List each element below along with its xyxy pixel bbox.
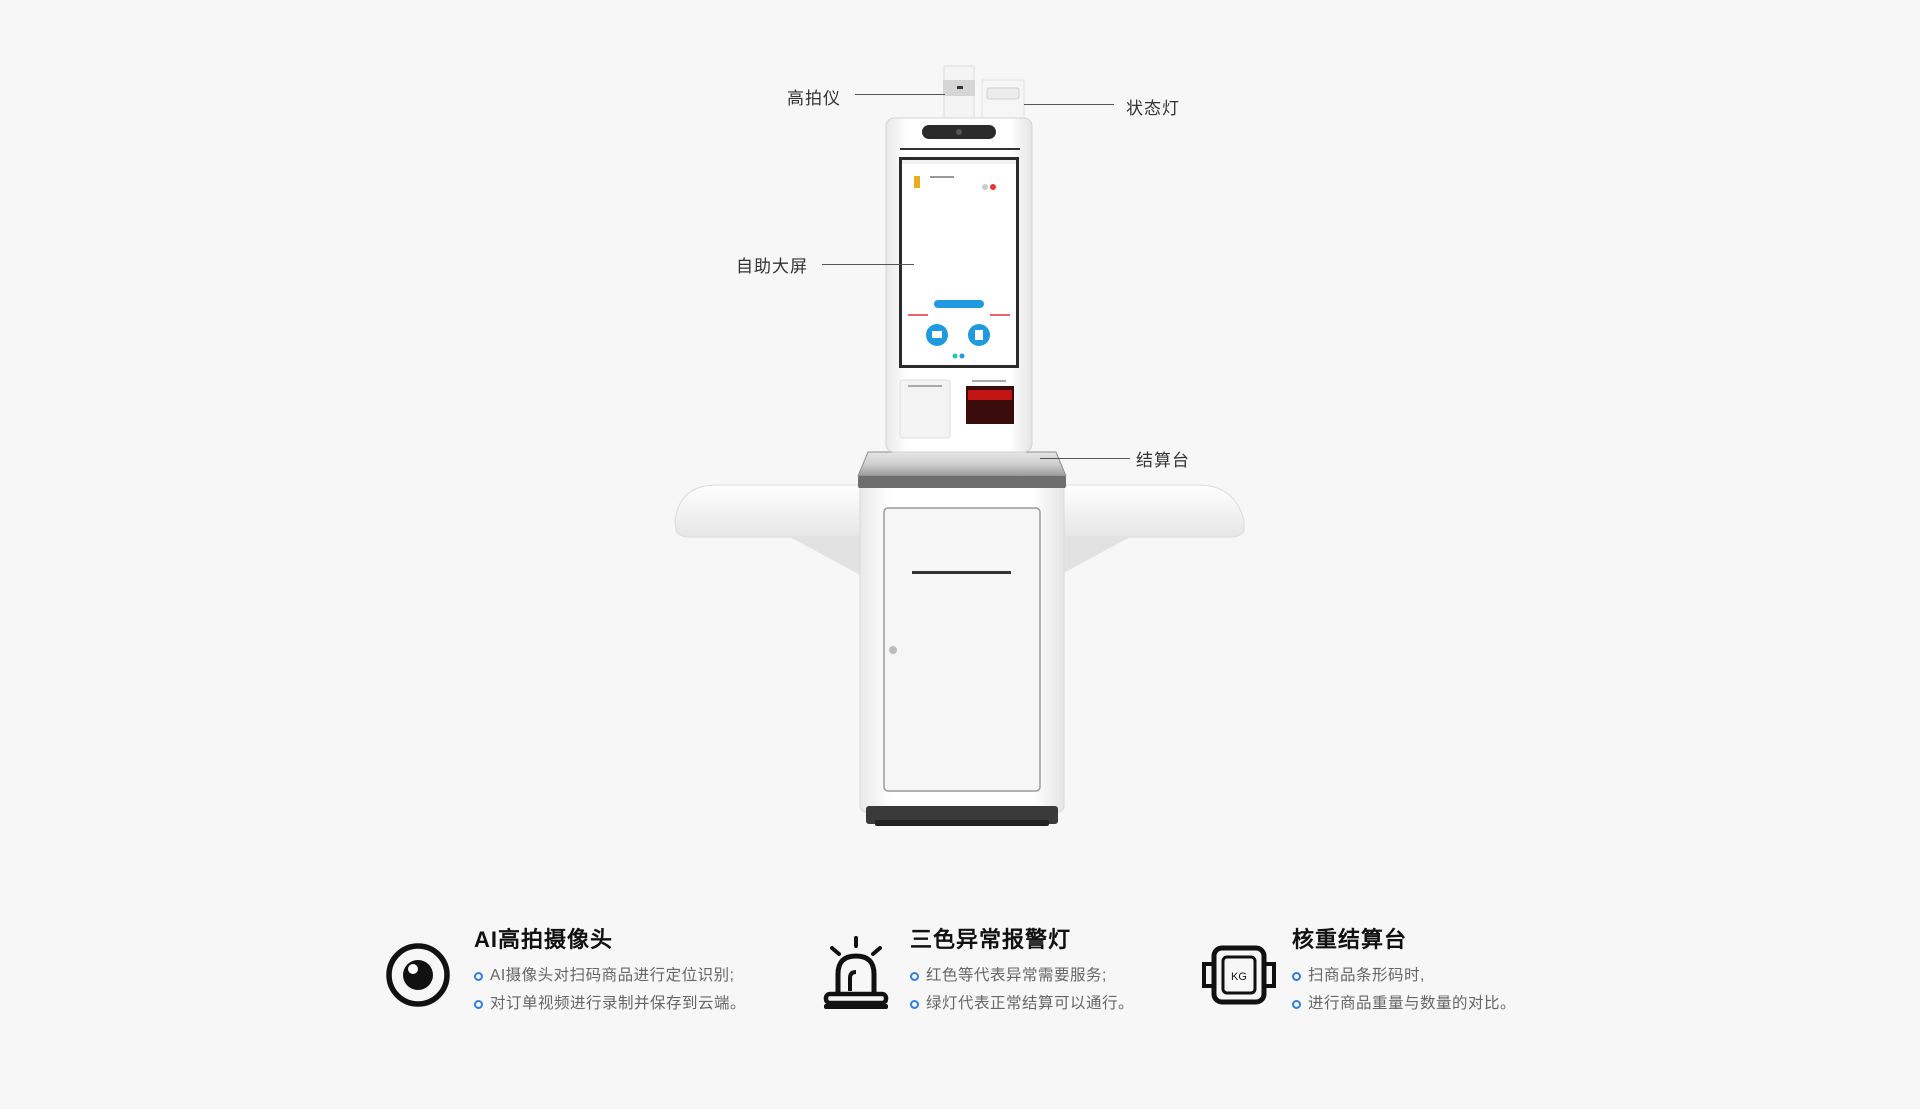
bullet-icon (910, 999, 919, 1009)
product-illustration-area: 高拍仪 状态灯 自助大屏 结算台 (674, 65, 1245, 826)
right-shelf (1059, 484, 1245, 575)
checkout-callout-label: 结算台 (1136, 451, 1190, 470)
feature-point: 扫商品条形码时, (1292, 962, 1516, 990)
checkout-callout-line (1040, 458, 1130, 459)
feature-point-text: 绿灯代表正常结算可以通行。 (926, 995, 1135, 1012)
screen-callout-line (822, 264, 914, 265)
bullet-icon (474, 999, 483, 1009)
status-light-unit (981, 79, 1025, 121)
scale-icon-label: KG (1231, 971, 1247, 983)
feature-alarm-light: 三色异常报警灯 红色等代表异常需要服务; 绿灯代表正常结算可以通行。 (818, 922, 1134, 1018)
feature-point-text: 进行商品重量与数量的对比。 (1308, 995, 1517, 1012)
camera-callout-label: 高拍仪 (787, 89, 841, 108)
feature-point-text: AI摄像头对扫码商品进行定位识别; (490, 967, 735, 984)
camera-eye-icon (386, 943, 450, 1007)
bullet-icon (1292, 999, 1301, 1009)
screen-tower (885, 117, 1033, 453)
scale-icon: KG (1202, 945, 1276, 1005)
status-light-callout-line (1024, 104, 1114, 105)
bullet-icon (1292, 971, 1301, 981)
camera-callout-line (855, 94, 945, 95)
feature-title: AI高拍摄像头 (474, 927, 614, 952)
feature-point: 绿灯代表正常结算可以通行。 (910, 990, 1134, 1018)
feature-ai-camera: AI高拍摄像头 AI摄像头对扫码商品进行定位识别; 对订单视频进行录制并保存到云… (382, 922, 746, 1018)
feature-point: 进行商品重量与数量的对比。 (1292, 990, 1516, 1018)
feature-point-text: 对订单视频进行录制并保存到云端。 (490, 995, 747, 1012)
feature-point-text: 扫商品条形码时, (1308, 967, 1425, 984)
feature-point-text: 红色等代表异常需要服务; (926, 967, 1107, 984)
alarm-light-icon (823, 936, 889, 1009)
feature-title: 核重结算台 (1292, 927, 1408, 952)
status-light-callout-label: 状态灯 (1126, 99, 1180, 118)
left-shelf (674, 484, 861, 575)
feature-point: AI摄像头对扫码商品进行定位识别; (474, 962, 746, 990)
document-camera (943, 65, 975, 121)
checkout-scale-plate (857, 451, 1067, 488)
bullet-icon (474, 971, 483, 981)
bullet-icon (910, 971, 919, 981)
feature-title: 三色异常报警灯 (910, 927, 1072, 952)
feature-point: 对订单视频进行录制并保存到云端。 (474, 990, 746, 1018)
screen-callout-label: 自助大屏 (736, 257, 808, 276)
base-cabinet (859, 481, 1065, 826)
feature-point: 红色等代表异常需要服务; (910, 962, 1134, 990)
self-checkout-kiosk-illustration (674, 65, 1245, 826)
feature-weight-checkout: KG 核重结算台 扫商品条形码时, 进行商品重量与数量的对比。 (1200, 922, 1516, 1018)
